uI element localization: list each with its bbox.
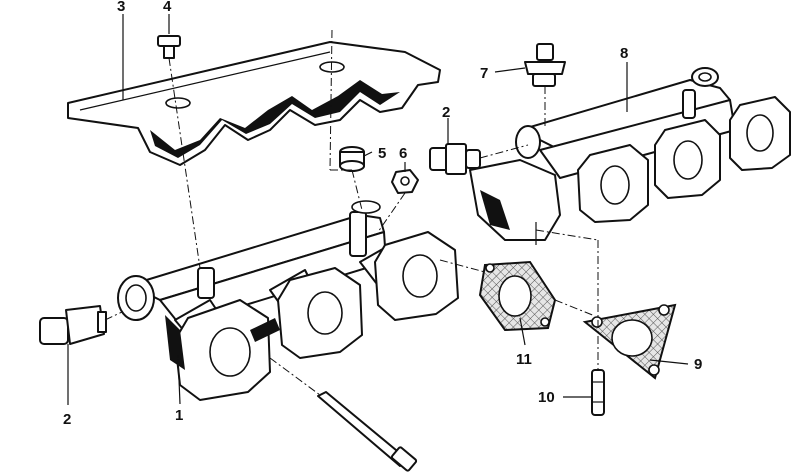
bolt-4: [157, 35, 181, 59]
callout-2-lower: 2: [63, 411, 71, 428]
callout-4: 4: [163, 0, 172, 15]
assembly-lines: [104, 29, 599, 396]
manifold-gasket-11: [478, 260, 557, 332]
callout-11: 11: [516, 351, 532, 368]
callout-6: 6: [399, 145, 407, 162]
fitting-2-lower: [39, 305, 107, 345]
leader-lines: [67, 14, 689, 405]
front-exhaust-manifold: [117, 200, 459, 401]
nut-6: [391, 169, 419, 194]
callout-3: 3: [117, 0, 125, 15]
nut-5: [339, 146, 365, 172]
fitting-7: [524, 43, 566, 87]
callout-8: 8: [620, 45, 628, 62]
callout-1: 1: [175, 407, 183, 424]
fitting-2-upper: [429, 143, 481, 175]
callout-5: 5: [378, 145, 386, 162]
callout-2-upper: 2: [442, 104, 450, 121]
callout-9: 9: [694, 356, 702, 373]
callout-10: 10: [538, 389, 555, 406]
callout-7: 7: [480, 65, 488, 82]
rear-exhaust-manifold: [469, 67, 791, 245]
long-stud: [317, 391, 418, 472]
heat-shield: [67, 41, 441, 166]
callouts: 3 4 5 6 2 7 8 1 2 11 9 10: [63, 0, 702, 428]
stud-10: [591, 369, 605, 416]
